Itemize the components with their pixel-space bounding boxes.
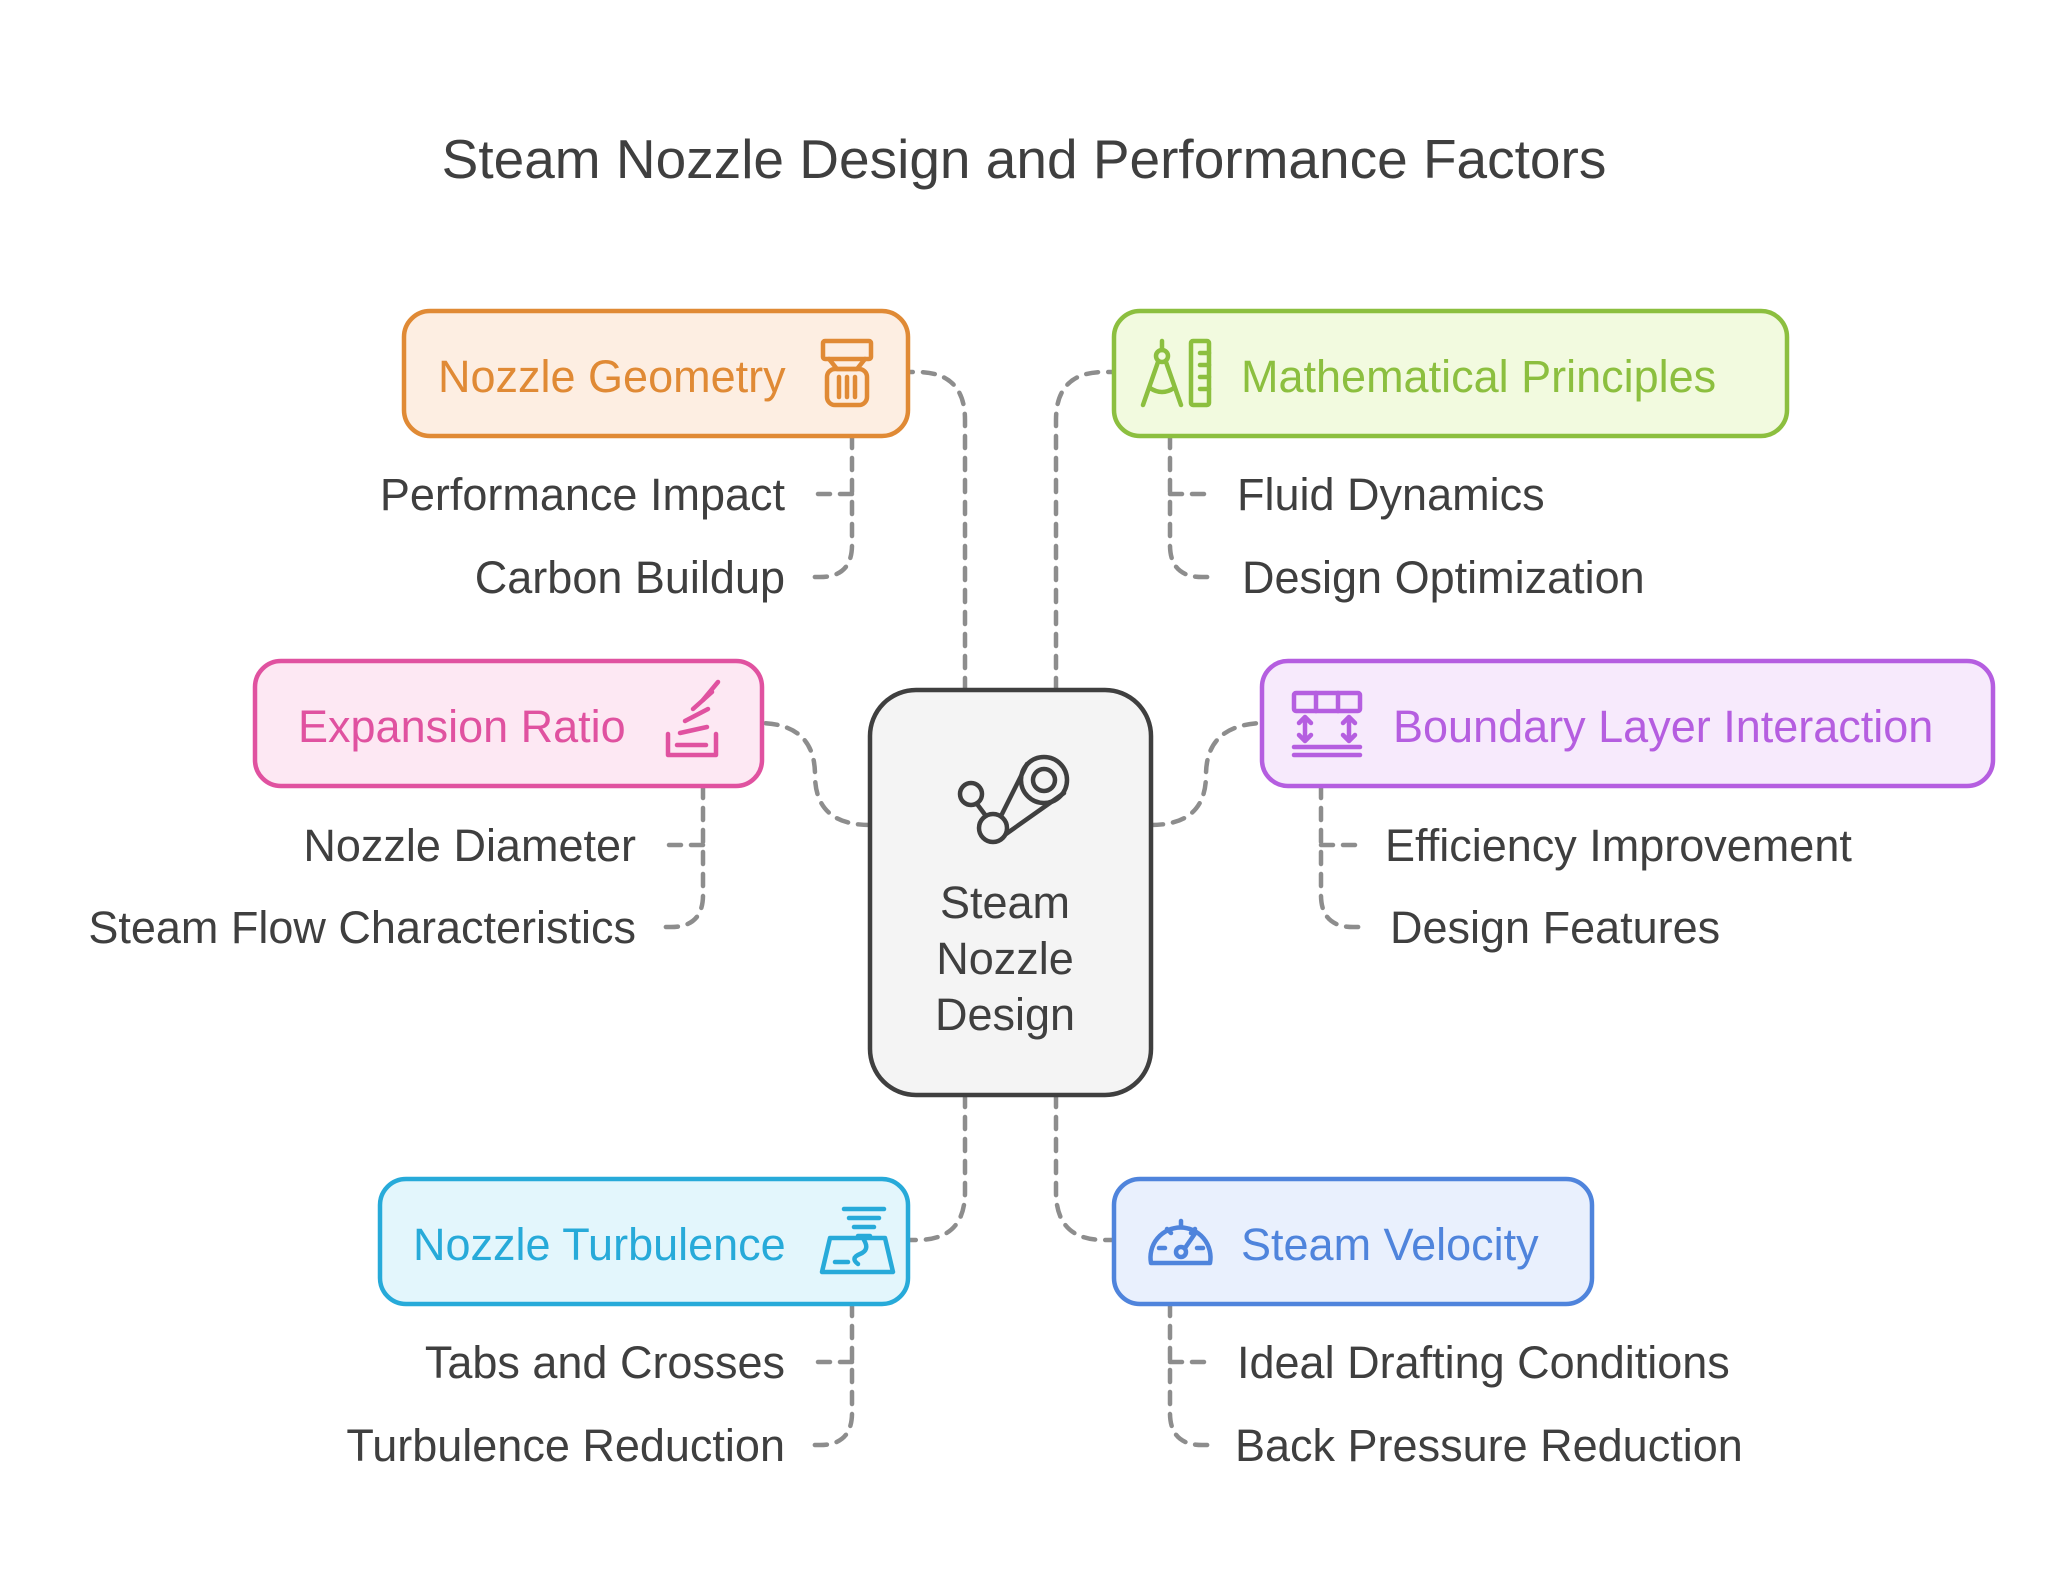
node-box: [1111, 308, 1790, 439]
sub-item-performance-impact: Performance Impact: [380, 469, 786, 520]
sub-item-back-pressure-reduction: Back Pressure Reduction: [1235, 1420, 1743, 1471]
node-label: Nozzle Turbulence: [413, 1219, 786, 1270]
node-box: [377, 1176, 911, 1307]
sub-connector: [807, 1301, 855, 1448]
expansion-icon: [665, 679, 721, 758]
node-mathematical-principles[interactable]: Mathematical Principles: [1111, 308, 1790, 439]
node-label: Boundary Layer Interaction: [1393, 701, 1933, 752]
node-box: [401, 308, 911, 439]
connector-nozzle-geometry: [905, 369, 968, 693]
sub-item-tabs-and-crosses: Tabs and Crosses: [425, 1337, 785, 1388]
sub-connector: [658, 783, 706, 930]
node-label: Nozzle Geometry: [438, 351, 786, 402]
node-box: [1111, 1176, 1595, 1307]
sub-item-ideal-drafting-conditions: Ideal Drafting Conditions: [1237, 1337, 1730, 1388]
sub-connector: [1167, 433, 1215, 580]
connector-expansion-ratio: [759, 720, 873, 828]
sub-item-steam-flow-characteristics: Steam Flow Characteristics: [88, 902, 636, 953]
sub-item-design-optimization: Design Optimization: [1242, 552, 1645, 603]
sub-item-nozzle-diameter: Nozzle Diameter: [303, 820, 636, 871]
node-expansion-ratio[interactable]: Expansion Ratio: [252, 658, 765, 789]
sub-item-turbulence-reduction: Turbulence Reduction: [346, 1420, 785, 1471]
center-node-label-line-3: Design: [935, 989, 1075, 1040]
node-label: Steam Velocity: [1241, 1219, 1539, 1270]
node-nozzle-geometry[interactable]: Nozzle Geometry: [401, 308, 911, 439]
sub-item-fluid-dynamics: Fluid Dynamics: [1237, 469, 1545, 520]
diagram-title: Steam Nozzle Design and Performance Fact…: [442, 128, 1607, 190]
tornado-icon: [819, 1206, 896, 1275]
sub-item-design-features: Design Features: [1390, 902, 1720, 953]
node-boundary-layer-interaction[interactable]: Boundary Layer Interaction: [1259, 658, 1996, 789]
sub-connector: [1167, 1301, 1215, 1448]
center-node-label-line-1: Steam: [940, 877, 1070, 928]
sub-item-efficiency-improvement: Efficiency Improvement: [1385, 820, 1852, 871]
nozzle-icon: [820, 338, 874, 408]
center-node-label-line-2: Nozzle: [936, 933, 1074, 984]
connector-steam-velocity: [1053, 1092, 1117, 1243]
speedometer-icon: [1148, 1218, 1213, 1266]
node-label: Expansion Ratio: [298, 701, 626, 752]
connector-nozzle-turbulence: [905, 1092, 968, 1243]
node-nozzle-turbulence[interactable]: Nozzle Turbulence: [377, 1176, 911, 1307]
valve-linkage-icon: [957, 754, 1070, 845]
drafting-compass-ruler-icon: [1140, 338, 1212, 408]
sub-connector: [1318, 783, 1366, 930]
layers-grid-icon: [1291, 690, 1363, 758]
center-node-box: [867, 687, 1154, 1098]
sub-connector: [807, 433, 855, 580]
connector-boundary-layer: [1148, 720, 1265, 828]
connector-mathematical-principles: [1053, 369, 1117, 693]
node-steam-velocity[interactable]: Steam Velocity: [1111, 1176, 1595, 1307]
node-box: [252, 658, 765, 789]
center-node[interactable]: Steam Nozzle Design: [867, 687, 1154, 1098]
sub-item-carbon-buildup: Carbon Buildup: [475, 552, 785, 603]
node-label: Mathematical Principles: [1241, 351, 1716, 402]
node-box: [1259, 658, 1996, 789]
